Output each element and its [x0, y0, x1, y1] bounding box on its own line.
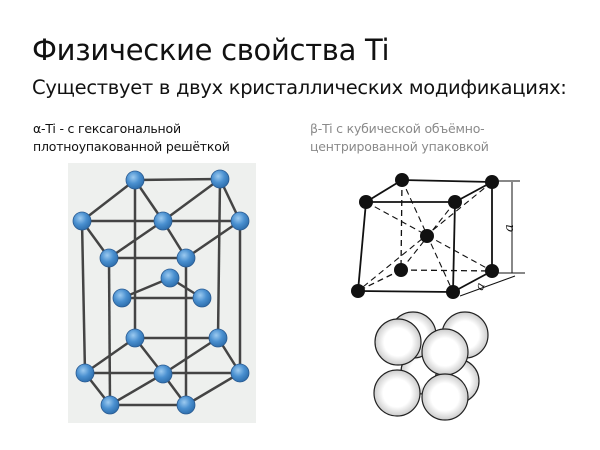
- cell-hidden-edge: [400, 179, 403, 271]
- hcp-bond: [162, 177, 221, 223]
- hcp-lattice-figure: [68, 163, 256, 423]
- alpha-caption-line1: α-Ti - с гексагональной: [33, 121, 181, 136]
- hcp-bond: [185, 371, 241, 407]
- alpha-caption-line2: плотноупакованной решёткой: [33, 139, 230, 154]
- slide-subtitle: Существует в двух кристаллических модифи…: [32, 76, 567, 99]
- hcp-bond: [162, 336, 219, 376]
- cell-edge: [365, 179, 403, 203]
- hcp-atom: [230, 211, 250, 231]
- hcp-atom: [192, 288, 212, 308]
- hcp-atom: [112, 288, 132, 308]
- hcp-bond: [84, 336, 136, 375]
- packing-sphere: [374, 318, 422, 366]
- hcp-bond: [216, 178, 222, 339]
- body-diagonal: [357, 181, 493, 292]
- hcp-atom: [100, 395, 120, 415]
- cell-edge: [357, 201, 367, 292]
- hcp-atom: [125, 328, 145, 348]
- bcc-packing-figure: [373, 311, 489, 421]
- hcp-atom: [125, 170, 145, 190]
- beta-caption-line2: центрированной упаковкой: [310, 139, 489, 154]
- hcp-atom: [208, 328, 228, 348]
- packing-sphere: [421, 328, 469, 376]
- bcc-atom: [485, 175, 499, 189]
- slide-title: Физические свойства Ti: [32, 33, 390, 67]
- hcp-atom: [176, 395, 196, 415]
- bcc-atom: [394, 263, 408, 277]
- hcp-bond: [185, 219, 241, 260]
- cell-edge: [454, 181, 493, 203]
- hcp-atom: [230, 363, 250, 383]
- cell-edge: [401, 179, 493, 183]
- hcp-bond: [81, 179, 136, 222]
- packing-sphere: [373, 369, 421, 417]
- bcc-atom: [395, 173, 409, 187]
- cell-hidden-edge: [400, 269, 493, 272]
- bcc-atom: [485, 264, 499, 278]
- cell-edge: [452, 270, 493, 293]
- hcp-atom: [176, 248, 196, 268]
- cell-hidden-edge: [357, 269, 402, 292]
- cell-edge: [357, 290, 454, 293]
- packing-sphere: [421, 373, 469, 421]
- beta-caption-line1: β-Ti с кубической объёмно-: [310, 121, 485, 136]
- hcp-atom: [99, 248, 119, 268]
- hcp-atom: [210, 169, 230, 189]
- alpha-caption: α-Ti - с гексагональной плотноупакованно…: [33, 120, 230, 156]
- hcp-atom: [160, 268, 180, 288]
- cell-edge: [452, 201, 456, 293]
- bcc-atom: [448, 195, 462, 209]
- beta-caption: β-Ti с кубической объёмно- центрированно…: [310, 120, 489, 156]
- hcp-bond: [134, 177, 221, 182]
- hcp-bond: [109, 372, 164, 407]
- hcp-bond: [107, 257, 112, 406]
- hcp-atom: [72, 211, 92, 231]
- hcp-atom: [75, 363, 95, 383]
- bcc-atom: [351, 284, 365, 298]
- hcp-bond: [80, 220, 87, 374]
- bcc-atom: [359, 195, 373, 209]
- bcc-atom: [446, 285, 460, 299]
- lattice-param-a-depth: a: [472, 281, 488, 293]
- bcc-atom: [420, 229, 434, 243]
- hcp-atom: [153, 211, 173, 231]
- hcp-atom: [153, 364, 173, 384]
- bcc-cell-figure: a a: [351, 173, 525, 299]
- lattice-param-a: a: [502, 224, 517, 232]
